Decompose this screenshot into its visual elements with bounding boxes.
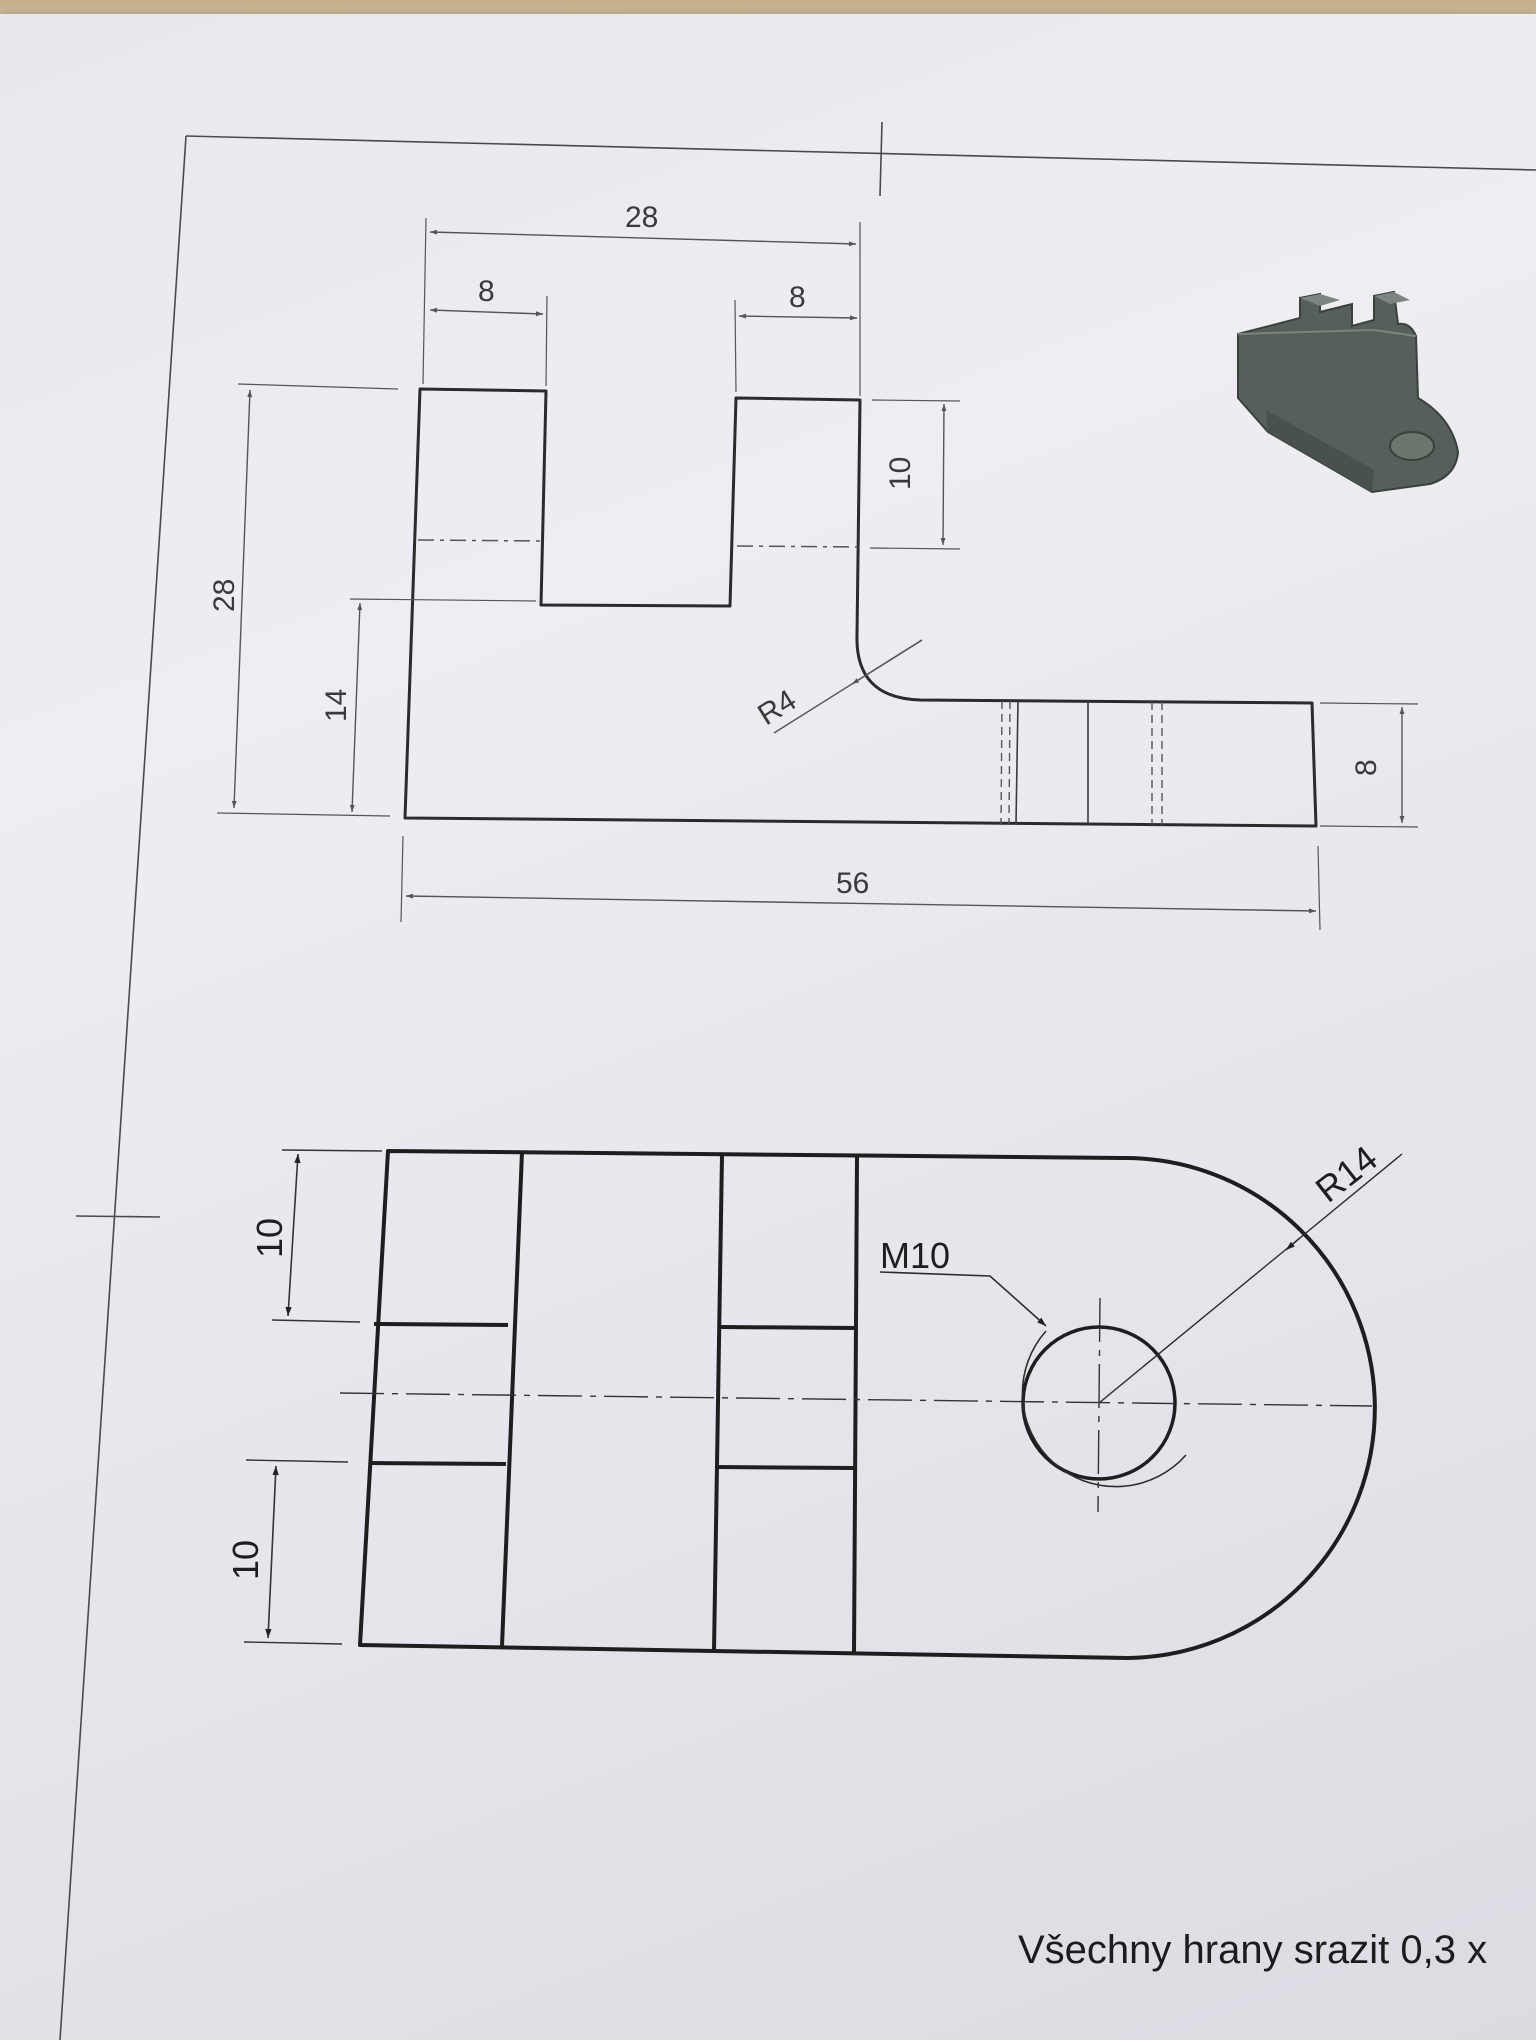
sheet-frame xyxy=(59,121,1536,2040)
chamfer-note: Všechny hrany srazit 0,3 x xyxy=(1018,1928,1488,1972)
dim-tab-depth: 10 xyxy=(884,457,917,490)
center-lines xyxy=(339,1297,1373,1513)
top-view: 10 10 R14 M10 xyxy=(225,1137,1403,1660)
thread-arc xyxy=(1021,1330,1187,1488)
top-dimension-lines xyxy=(265,1153,301,1639)
extension-lines xyxy=(216,217,1419,931)
thread-callout: M10 xyxy=(880,1235,950,1276)
dim-slot-height: 14 xyxy=(320,689,353,722)
dim-lower-slot-offset: 10 xyxy=(225,1540,266,1580)
dim-overall-width: 56 xyxy=(836,867,869,900)
thread-leader xyxy=(879,1271,1047,1327)
dim-left-tab-width: 8 xyxy=(478,275,495,308)
hole-dashed-lines xyxy=(1000,700,1163,825)
dim-right-tab-width: 8 xyxy=(789,281,806,314)
dim-fillet-radius: R4 xyxy=(752,684,802,732)
dim-flange-height: 8 xyxy=(1350,759,1383,776)
top-view-outline xyxy=(358,1149,1377,1660)
hole-hidden-lines xyxy=(1015,700,1089,825)
top-extension-lines xyxy=(243,1149,383,1645)
tab-outlines xyxy=(369,1151,859,1655)
front-view: 28 8 8 28 14 10 8 R4 56 xyxy=(208,201,1419,931)
radius-arrow xyxy=(1285,1237,1301,1251)
isometric-preview xyxy=(1237,290,1460,494)
dimension-lines xyxy=(231,229,1405,914)
dim-tabs-span: 28 xyxy=(625,201,658,234)
hidden-lines xyxy=(417,539,859,548)
front-view-outline xyxy=(403,387,1318,828)
dim-overall-height: 28 xyxy=(208,579,241,612)
dim-upper-slot-offset: 10 xyxy=(249,1218,290,1258)
radius-leader xyxy=(1098,1153,1403,1404)
dim-end-radius: R14 xyxy=(1308,1137,1385,1210)
